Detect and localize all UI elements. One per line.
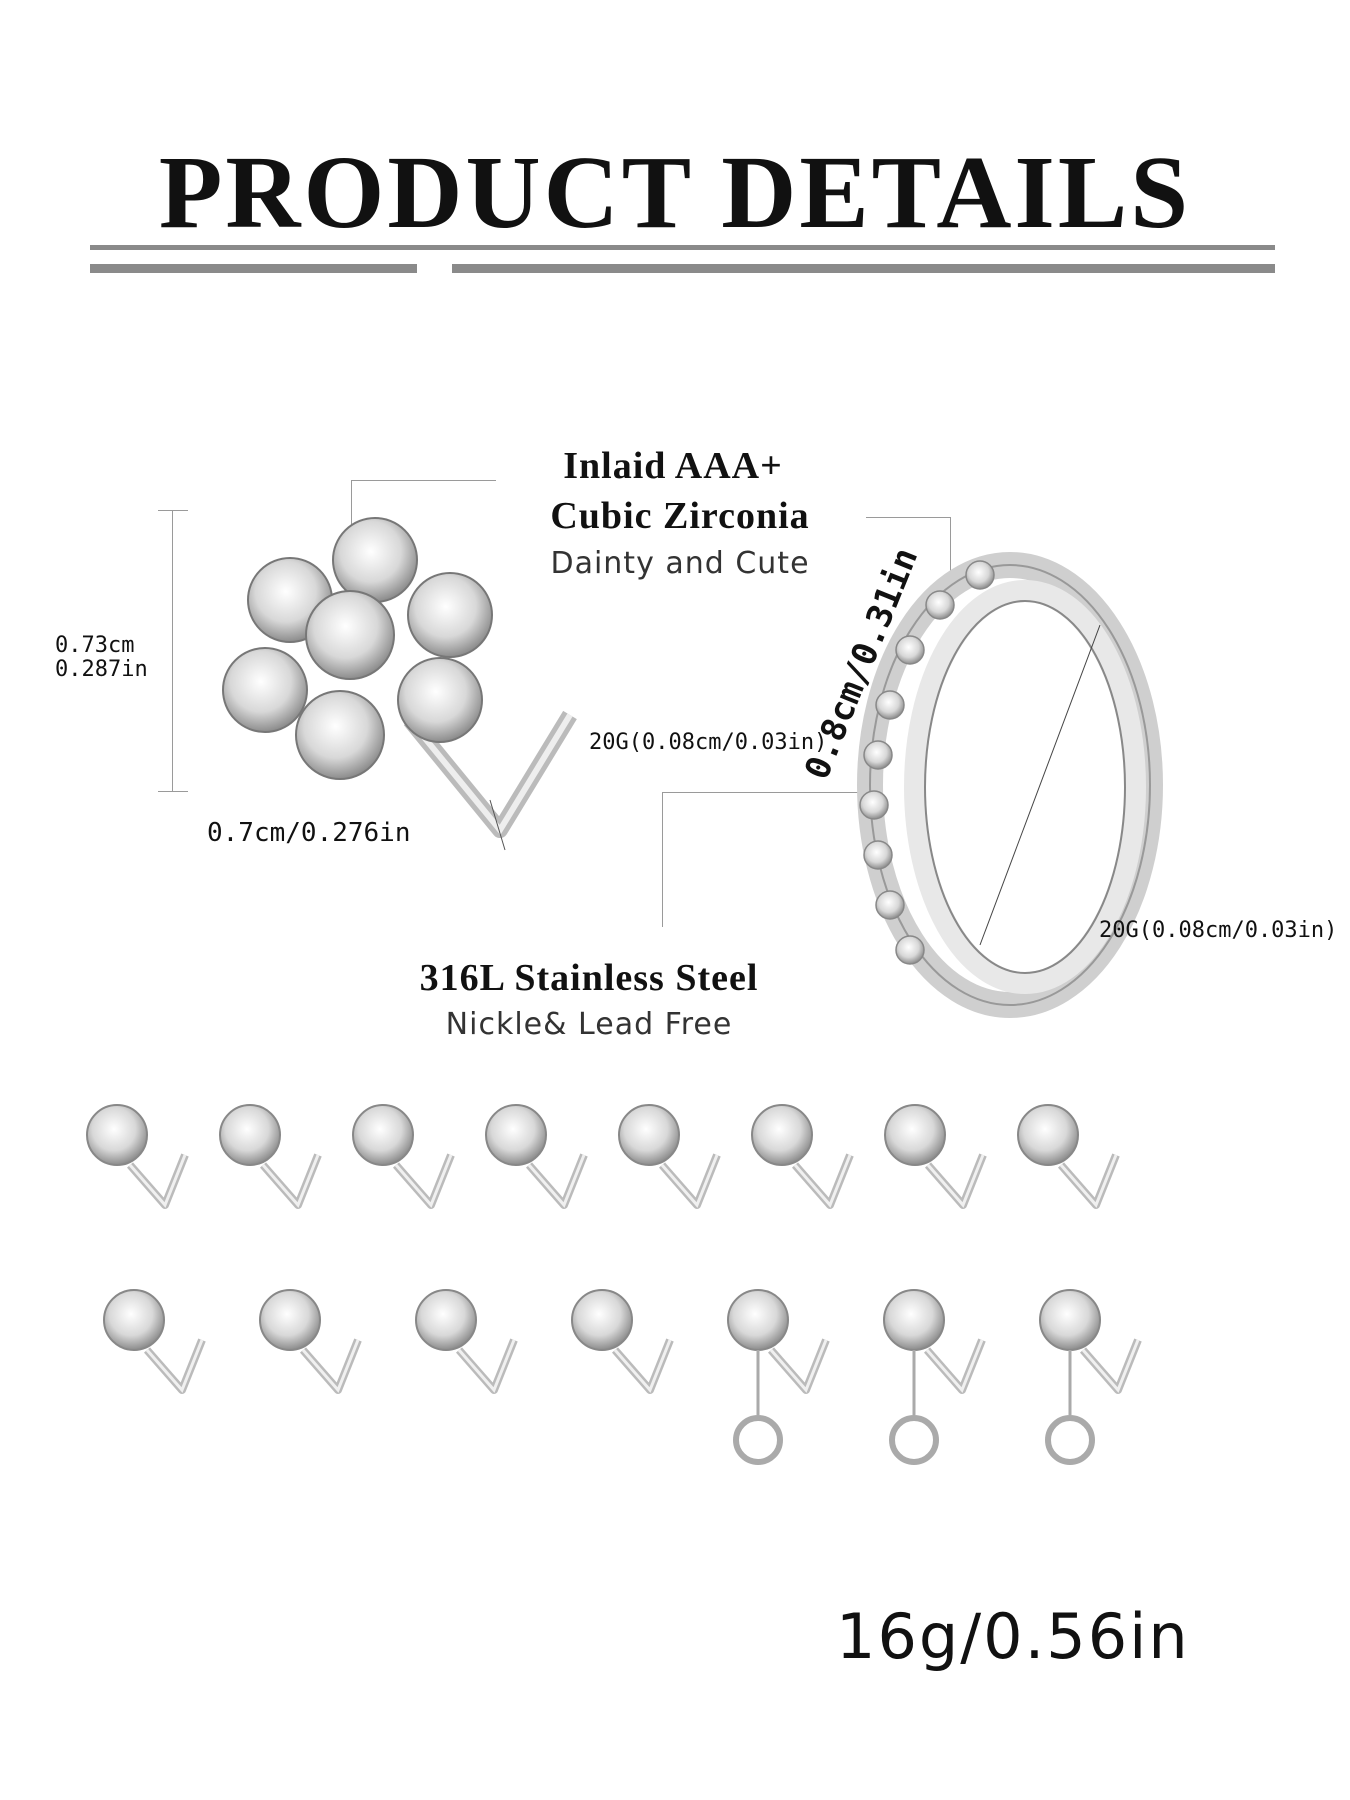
title-underline — [90, 245, 1275, 250]
set-item-heart-moon-dangle — [727, 1289, 830, 1465]
leader-line — [351, 480, 352, 530]
feature-title-line2: Cubic Zirconia — [550, 495, 810, 537]
ring-gauge-label: 20G(0.08cm/0.03in) — [1099, 918, 1338, 943]
height-cm-label: 0.73cm — [55, 633, 135, 658]
title-bar-left — [90, 264, 417, 273]
set-item-triangle-gem — [86, 1104, 189, 1209]
title-bar-right — [452, 264, 1275, 273]
leader-line — [866, 517, 950, 518]
feature-subtitle: Dainty and Cute — [550, 546, 810, 581]
size-spec: 16g/0.56in — [836, 1600, 1190, 1673]
hoop-ring-image — [857, 552, 1163, 1018]
height-dimension-line — [172, 510, 173, 792]
set-item-flower-gem — [485, 1104, 588, 1209]
leader-line — [662, 792, 663, 927]
page-title: PRODUCT DETAILS — [158, 135, 1192, 250]
height-in-label: 0.287in — [55, 657, 148, 682]
set-item-heart-arrow — [571, 1289, 674, 1394]
leader-line — [662, 792, 874, 793]
dimension-tick — [158, 791, 188, 792]
set-item-clover — [103, 1289, 206, 1394]
set-item-star-gem — [352, 1104, 455, 1209]
material-title: 316L Stainless Steel — [419, 957, 759, 999]
set-item-star-chain-dangle — [883, 1289, 986, 1465]
set-item-leaf — [415, 1289, 518, 1394]
material-subtitle: Nickle& Lead Free — [445, 1007, 733, 1042]
set-item-outline-flower — [884, 1104, 987, 1209]
dimension-tick — [158, 510, 188, 511]
stud-gauge-label: 20G(0.08cm/0.03in) — [589, 730, 828, 755]
flower-stud-image — [222, 517, 577, 851]
stud-width-label: 0.7cm/0.276in — [207, 818, 411, 848]
set-item-three-gem-bar — [751, 1104, 854, 1209]
leader-line — [950, 517, 951, 612]
set-item-round-gem — [219, 1104, 322, 1209]
set-item-bow-gems — [259, 1289, 362, 1394]
set-item-oval-gem — [618, 1104, 721, 1209]
set-item-butterfly — [1017, 1104, 1120, 1209]
leader-line — [351, 480, 496, 481]
feature-title-line1: Inlaid AAA+ — [563, 445, 783, 487]
set-item-winged-heart-drop — [1039, 1289, 1142, 1465]
